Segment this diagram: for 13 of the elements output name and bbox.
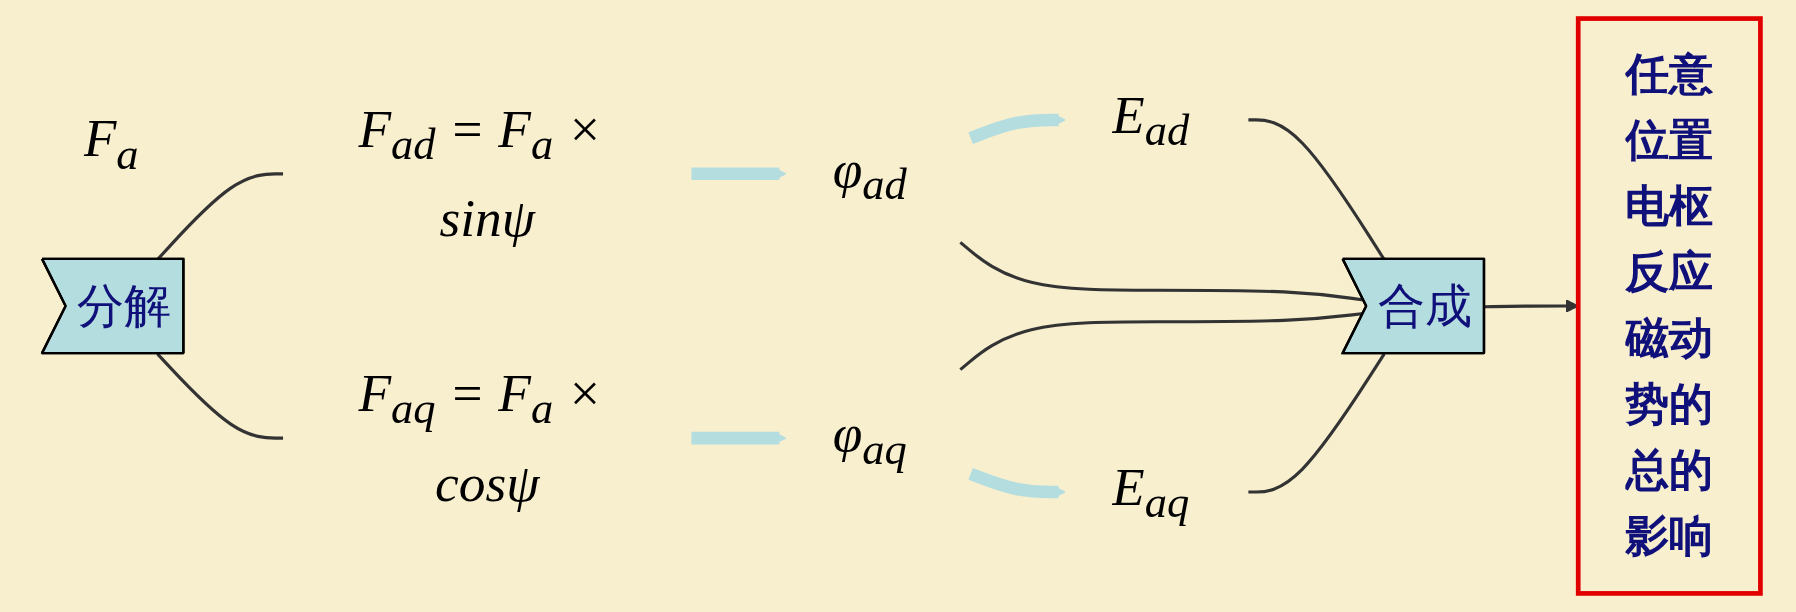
connector [1247, 353, 1386, 494]
node-text: φ$_{aq}$ [832, 404, 907, 473]
arrow [967, 113, 1065, 144]
node-text: F$_{ad}$ = F$_{a}$ × sinψ [357, 99, 603, 248]
node-text: φ$_{ad}$ [832, 139, 907, 209]
arrow [690, 431, 786, 446]
node-box: 任意位置电枢反应磁动势的总的影响 [1575, 16, 1763, 596]
node-text: F$_{aq}$ = F$_{a}$ × cosψ [357, 364, 603, 513]
node-text: E$_{aq}$ [1111, 458, 1189, 527]
node-text: F$_{a}$ [83, 109, 139, 179]
arrow [690, 166, 786, 181]
arrow [967, 468, 1065, 499]
node-text: E$_{ad}$ [1111, 85, 1189, 155]
